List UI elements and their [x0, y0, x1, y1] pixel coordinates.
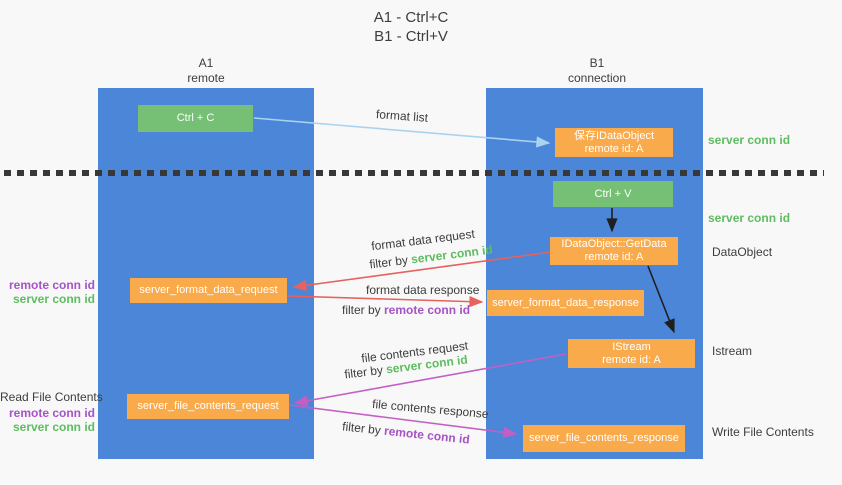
- save-dataobject-line1: 保存IDataObject: [573, 129, 655, 142]
- server-conn-id-label-mid: server conn id: [708, 211, 791, 225]
- istream-line1: IStream: [612, 340, 651, 353]
- server-format-data-response-node: server_format_data_response: [487, 290, 644, 316]
- istream-side-label: Istream: [712, 344, 753, 358]
- diagram-title: A1 - Ctrl+C B1 - Ctrl+V: [311, 8, 511, 46]
- server-format-data-request-node: server_format_data_request: [130, 278, 287, 303]
- column-header-a1: A1 remote: [156, 56, 256, 86]
- server-conn-id-label-bottom: server conn id: [12, 420, 95, 434]
- read-file-contents-label: Read File Contents: [0, 390, 103, 404]
- column-header-b1: B1 connection: [547, 56, 647, 86]
- remote-conn-id-text: remote conn id: [384, 303, 471, 317]
- title-line-2: B1 - Ctrl+V: [374, 28, 448, 45]
- server-file-contents-response-node: server_file_contents_response: [523, 425, 685, 452]
- server-file-contents-request-node: server_file_contents_request: [127, 394, 289, 419]
- getdata-line1: IDataObject::GetData: [561, 238, 667, 250]
- server-file-contents-request-label: server_file_contents_request: [137, 400, 279, 412]
- remote-conn-id-label-mid-left: remote conn id: [8, 278, 95, 292]
- server-conn-id-label-mid-left: server conn id: [12, 292, 95, 306]
- getdata-node: IDataObject::GetData remote id: A: [550, 237, 678, 265]
- column-b1-name: connection: [567, 71, 627, 85]
- ctrl-v-node: Ctrl + V: [553, 181, 673, 207]
- istream-node: IStream remote id: A: [568, 339, 695, 368]
- server-format-data-request-label: server_format_data_request: [139, 284, 278, 296]
- filter-by-text: filter by: [341, 419, 385, 438]
- filter-by-text: filter by: [343, 362, 388, 382]
- istream-line2: remote id: A: [602, 353, 661, 366]
- server-file-contents-response-label: server_file_contents_response: [529, 432, 679, 444]
- column-b1-id: B1: [589, 56, 605, 70]
- ctrl-c-node: Ctrl + C: [138, 105, 253, 132]
- filter-by-text: filter by: [368, 252, 413, 272]
- save-dataobject-line2: remote id: A: [584, 142, 644, 155]
- getdata-line2: remote id: A: [584, 251, 644, 263]
- save-dataobject-node: 保存IDataObject remote id: A: [555, 128, 673, 157]
- remote-conn-id-label-bottom: remote conn id: [8, 406, 95, 420]
- server-format-data-response-label: server_format_data_response: [492, 296, 639, 309]
- file-contents-response-label: file contents response: [371, 396, 490, 422]
- column-a1-name: remote: [187, 71, 225, 85]
- filter-by-text: filter by: [342, 303, 385, 317]
- dataobject-label: DataObject: [712, 245, 773, 259]
- column-a1-id: A1: [198, 56, 214, 70]
- ctrl-c-label: Ctrl + C: [176, 112, 215, 124]
- ctrl-v-label: Ctrl + V: [594, 187, 632, 200]
- clipboard-boundary-dashed-line: [4, 170, 824, 176]
- filter-by-remote-conn-id-label-1: filter by remote conn id: [342, 303, 470, 317]
- write-file-contents-label: Write File Contents: [712, 425, 814, 439]
- title-line-1: A1 - Ctrl+C: [373, 9, 449, 26]
- format-data-response-label: format data response: [366, 283, 480, 297]
- server-conn-id-label-top: server conn id: [708, 133, 791, 147]
- remote-conn-id-text: remote conn id: [383, 423, 471, 447]
- filter-by-remote-conn-id-label-2: filter by remote conn id: [342, 419, 471, 446]
- format-list-label: format list: [375, 107, 429, 125]
